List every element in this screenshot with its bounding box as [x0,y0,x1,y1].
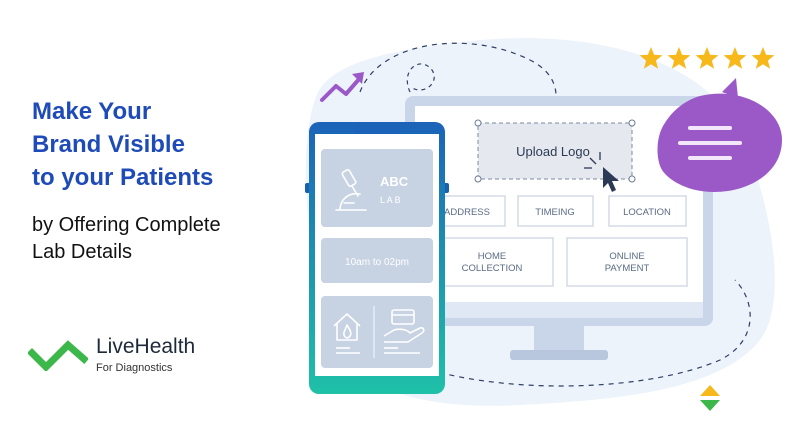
star-icon [723,47,747,69]
upload-logo-box[interactable]: Upload Logo [474,119,636,183]
star-icon [667,47,691,69]
lab-name-bottom: L A B [380,195,401,205]
online-payment-line-2: PAYMENT [605,263,650,274]
home-collection-line-1: HOME [478,251,507,262]
phone-card-lab: ABC L A B [321,149,433,227]
headline-line-3: to your Patients [32,164,214,191]
microscope-icon [335,169,367,211]
star-icon [695,47,719,69]
lab-hours: 10am to 02pm [345,257,409,268]
subheadline-line-2: Lab Details [32,241,133,263]
dashed-path-top [359,42,557,116]
livehealth-logo: LiveHealth For Diagnostics [28,336,195,374]
brand-name: LiveHealth [96,335,196,358]
chat-bubble-icon [657,78,782,192]
field-location-label: LOCATION [623,207,671,218]
field-address: ADDRESS [434,195,506,227]
upload-logo-label: Upload Logo [516,144,590,159]
payment-hand-icon [383,309,425,354]
headline-line-1: Make Your [32,98,152,125]
dashed-path-bottom [429,279,751,387]
headline-line-2: Brand Visible [32,131,185,158]
brand-tagline: For Diagnostics [96,362,173,374]
star-icon [639,47,663,69]
field-address-label: ADDRESS [444,207,490,218]
field-timeing-label: TIMEING [535,207,575,218]
field-location: LOCATION [608,195,687,227]
cursor-icon [584,152,619,192]
headline: Make Your Brand Visible to your Patients [32,95,292,194]
home-sample-icon [333,313,361,354]
online-payment-box: ONLINE PAYMENT [566,237,688,287]
livehealth-checkmark-icon [28,340,88,371]
home-collection-line-2: COLLECTION [462,263,523,274]
trend-arrow-icon [320,72,364,102]
phone-card-hours: 10am to 02pm [321,238,433,283]
phone-card-services [321,296,433,368]
star-icon [751,47,775,69]
online-payment-line-1: ONLINE [609,251,644,262]
home-collection-box: HOME COLLECTION [434,237,554,287]
rating-stars [639,47,775,69]
up-down-arrows-icon [700,385,720,411]
lab-name-top: ABC [380,174,409,189]
field-timeing: TIMEING [517,195,594,227]
subheadline-line-1: by Offering Complete [32,214,221,236]
dashed-path-loop [406,63,435,93]
subheadline: by Offering Complete Lab Details [32,212,292,266]
